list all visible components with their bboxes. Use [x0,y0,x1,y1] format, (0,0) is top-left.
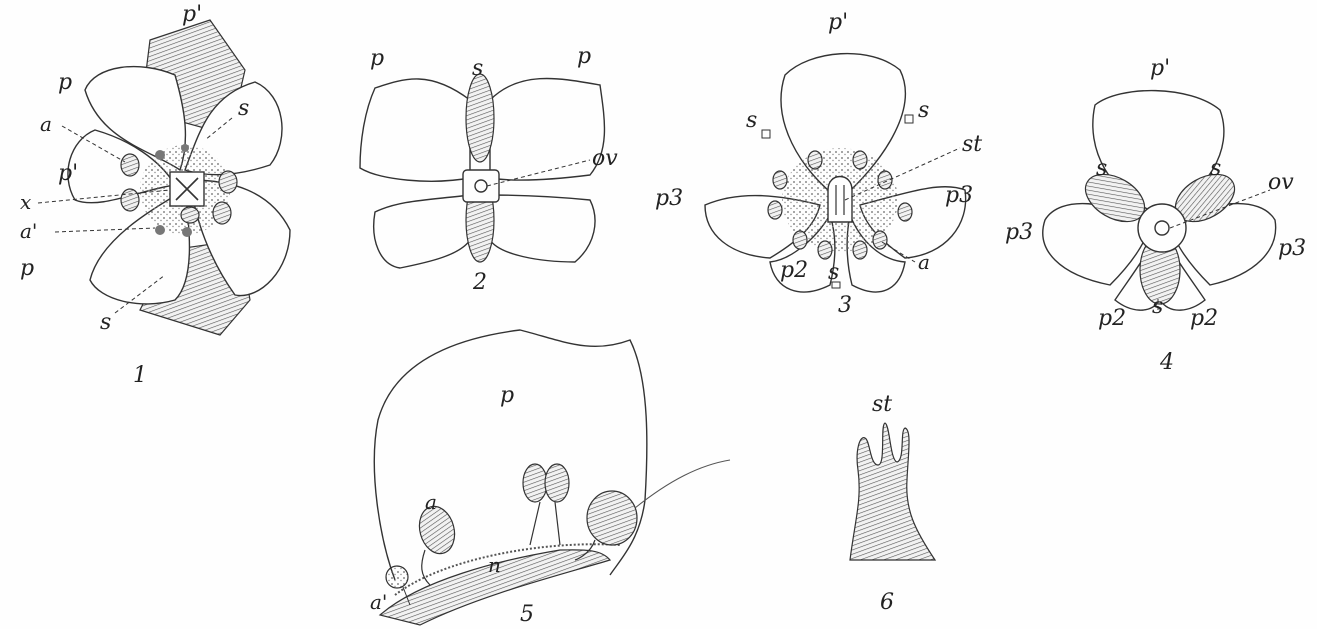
fig5-anther-mid-2 [545,464,569,502]
figure-4-drawing [1043,91,1276,311]
fig1-staminode-2 [181,144,189,152]
fig5-label-p: p [500,385,514,407]
fig1-label-a: a [40,114,52,134]
fig5-anther-mid-1 [523,464,547,502]
fig4-stigma [1155,221,1169,235]
fig3-label-p3-left: p3 [655,188,683,210]
fig4-label-s-right: s [1210,158,1221,180]
figure-6-drawing [850,423,935,560]
fig4-label-s-left: s [1096,158,1107,180]
fig1-label-p-top: p [58,72,72,94]
fig1-anther-5 [181,207,199,223]
fig2-stigma [475,180,487,192]
fig3-label-s-left: s [746,110,757,132]
fig1-staminode-1 [155,150,165,160]
fig3-label-s-bottom: s [828,262,839,284]
figure-3-number: 3 [838,295,852,317]
fig1-label-p-prime-top: p' [182,4,202,26]
figure-6-number: 6 [880,592,894,614]
fig2-petal-bottom-right [490,195,595,262]
fig1-label-p-bottom: p [20,258,34,280]
fig3-label-a: a [918,252,930,272]
fig2-label-p-left: p [370,48,384,70]
fig5-staminode [386,566,408,588]
fig1-staminode-4 [182,227,192,237]
figure-2-number: 2 [473,272,487,294]
fig2-upper-sepal [466,74,494,162]
fig3-label-p2: p2 [780,260,808,282]
fig2-petal-top-left [360,79,470,181]
fig3-sepal-tip-right [905,115,913,123]
fig1-anther-3 [219,171,237,193]
fig4-label-p-prime: p' [1150,58,1170,80]
fig1-label-s-top: s [238,98,249,120]
fig3-style [828,177,852,223]
fig6-pistil [850,423,935,560]
fig2-label-p-right: p [577,46,591,68]
fig3-label-p-prime: p' [828,12,848,34]
fig1-label-p-prime-mid: p' [58,163,78,185]
fig2-label-ov: ov [592,148,618,170]
fig2-petal-bottom-left [374,195,470,268]
fig4-label-p2-left: p2 [1098,308,1126,330]
fig3-label-st: st [962,134,982,156]
figure-4-number: 4 [1160,352,1174,374]
fig3-label-p3-right: p3 [945,185,973,207]
fig4-label-p2-right: p2 [1190,308,1218,330]
fig5-label-n: n [488,555,501,575]
fig1-anther-4 [213,202,231,224]
fig5-label-a-prime: a' [370,592,387,612]
figure-5-number: 5 [520,604,534,626]
fig6-label-st: st [872,394,892,416]
figure-1-number: 1 [133,365,147,387]
fig1-label-a-prime: a' [20,221,37,241]
fig1-staminode-3 [155,225,165,235]
fig3-label-s-right: s [918,100,929,122]
fig4-label-ov: ov [1268,172,1294,194]
fig5-label-a: a [425,492,437,512]
fig2-petal-top-right [490,78,604,180]
fig4-label-p3-right: p3 [1278,238,1306,260]
fig4-label-s-bottom: s [1152,296,1163,318]
fig1-label-s-bottom: s [100,312,111,334]
fig1-label-x: x [20,192,31,212]
fig4-label-p3-left: p3 [1005,222,1033,244]
fig2-label-s: s [472,58,483,80]
fig5-anther-right [587,491,637,545]
figure-2-drawing [360,74,604,268]
fig1-anther-1 [121,154,139,176]
fig1-anther-2 [121,189,139,211]
fig3-sepal-tip-left [762,130,770,138]
figure-5-drawing [374,330,730,625]
